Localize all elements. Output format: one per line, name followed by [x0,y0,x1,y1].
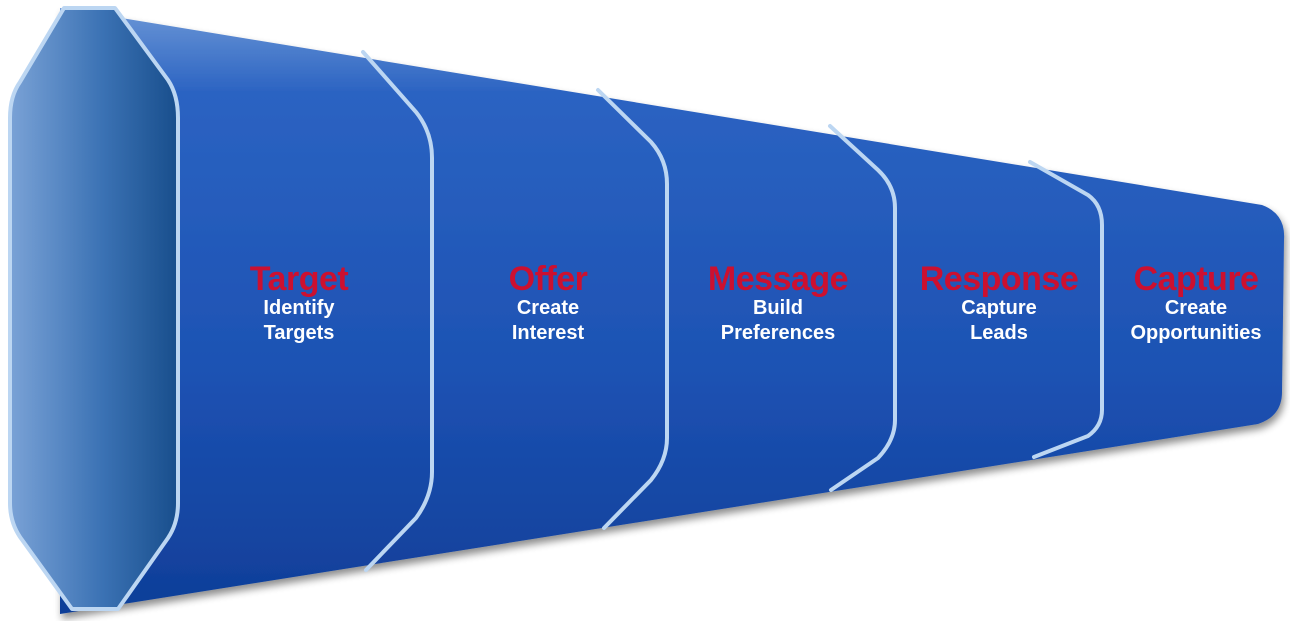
stage-capture: Capture Create Opportunities [1130,262,1261,346]
stage-title: Capture [1133,260,1259,298]
stage-desc-line2: Targets [263,322,335,344]
stage-title: Message [707,260,849,298]
divider-2 [596,88,669,530]
stage-desc-line1: Create [1164,297,1228,319]
stage-message: Message Build Preferences [707,260,849,346]
stage-title: Response [919,260,1079,298]
stage-desc-line2: Interest [511,322,585,344]
stage-response: Response Capture Leads [920,262,1079,346]
stage-desc-line2: Leads [970,322,1028,344]
stage-desc-line1: Identify [263,297,335,319]
stage-desc-line1: Build [752,297,803,319]
divider-3 [828,124,897,492]
stage-offer: Offer Create Interest [509,262,588,346]
stage-target: Target Identify Targets [249,260,349,346]
divider-4 [1028,160,1104,459]
divider-1 [361,50,434,572]
stage-desc-line2: Opportunities [1130,322,1262,344]
stage-title: Offer [508,260,588,298]
stage-desc-line1: Capture [961,297,1037,319]
funnel-body [60,8,1285,614]
stage-title: Target [249,260,349,298]
stage-desc-line2: Preferences [720,322,836,344]
funnel-mouth [8,6,180,611]
stage-desc-line1: Create [516,297,580,319]
